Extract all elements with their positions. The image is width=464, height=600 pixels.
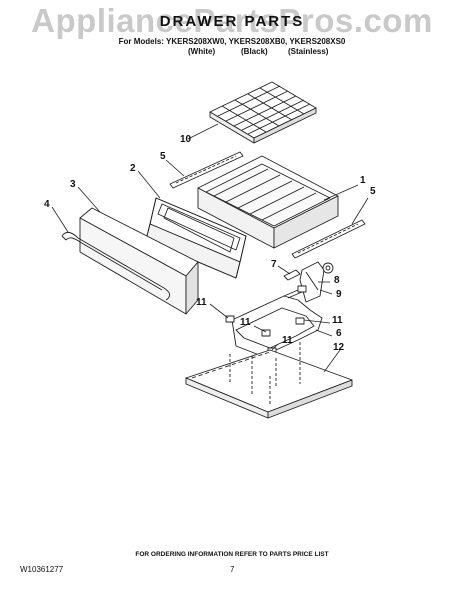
page-title: DRAWER PARTS <box>159 13 305 30</box>
callout-11-b: 11 <box>240 317 251 328</box>
slide-rail-right <box>291 219 366 259</box>
callout-12: 12 <box>333 342 345 353</box>
callout-3: 3 <box>70 179 76 190</box>
watermark: AppliancePartsPros.com <box>31 2 433 39</box>
callout-6: 6 <box>336 328 342 339</box>
document-number: W10361277 <box>20 565 64 574</box>
drawer-handle <box>61 231 171 301</box>
wire-rack <box>209 81 317 144</box>
drawer-heating-element <box>225 285 323 357</box>
callout-5-right: 5 <box>370 186 376 197</box>
callout-10: 10 <box>180 134 192 145</box>
callout-1: 1 <box>360 175 366 186</box>
door-frame <box>145 197 247 279</box>
bracket <box>283 269 301 281</box>
slide-rail-left <box>169 151 244 189</box>
variant-white: (White) <box>188 47 216 56</box>
drawer-pan <box>197 155 339 249</box>
callout-5-left: 5 <box>160 151 166 162</box>
ordering-note: FOR ORDERING INFORMATION REFER TO PARTS … <box>135 551 329 558</box>
callout-9: 9 <box>336 289 342 300</box>
callout-8: 8 <box>334 275 340 286</box>
callout-11-a: 11 <box>196 297 207 308</box>
drawer-floor <box>185 342 353 419</box>
leader-lines <box>51 123 369 373</box>
callout-11-d: 11 <box>282 335 293 346</box>
outer-door-panel <box>79 207 199 315</box>
models-line: For Models: YKERS208XW0, YKERS208XB0, YK… <box>118 37 346 46</box>
callout-11-c: 11 <box>332 315 343 326</box>
page-number: 7 <box>230 565 235 574</box>
callout-7: 7 <box>271 259 277 270</box>
callout-2: 2 <box>130 163 136 174</box>
variant-stainless: (Stainless) <box>288 47 329 56</box>
variant-black: (Black) <box>241 47 268 56</box>
callout-4: 4 <box>44 199 50 210</box>
